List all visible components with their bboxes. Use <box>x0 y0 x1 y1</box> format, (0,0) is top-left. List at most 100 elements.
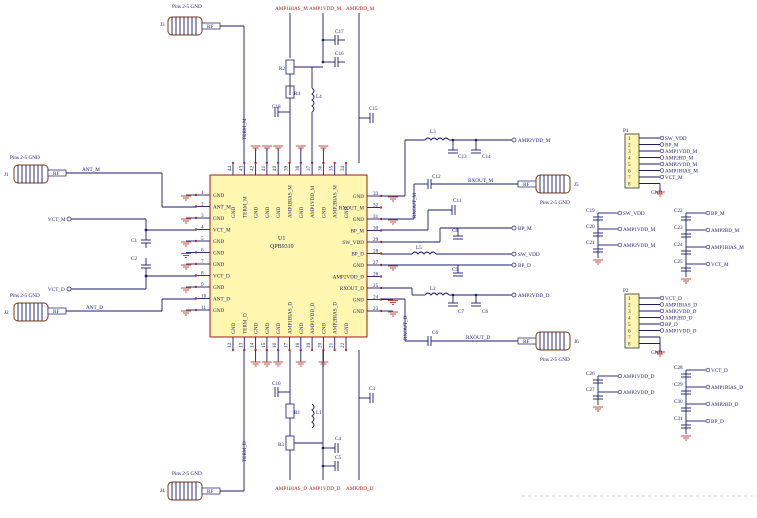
pin-number: 25 <box>373 283 379 289</box>
decoupling-net-label: AMP2VDD_M <box>623 243 656 249</box>
c14-label: C14 <box>482 154 491 160</box>
decoupling-cap-label: C20 <box>586 224 595 230</box>
pin-label: BP_D <box>351 252 364 258</box>
top-amp2-m-label: AMP2BD_M <box>346 6 375 12</box>
pin-number: 15 <box>261 342 267 348</box>
r3-label: R3 <box>278 442 284 448</box>
header-pin-number: 4 <box>628 156 631 162</box>
c8-label: C8 <box>452 228 458 234</box>
bp-d-right-label: BP_D <box>518 263 531 269</box>
header-net-label: AMP2VDD_D <box>665 309 697 315</box>
j5-tag: RF <box>523 182 529 188</box>
decoupling-net-label: SW_VDD <box>623 211 645 217</box>
pin-number: 31 <box>373 214 379 220</box>
header-net-label: SW_VDD <box>665 136 687 142</box>
connector-j6[interactable]: RF J6 Pins 2-5 GND <box>517 331 579 363</box>
l2-label: L2 <box>430 286 436 292</box>
c5-label: C5 <box>335 455 341 461</box>
connector-j2[interactable]: Pins 2-5 GND J2 RF ANT_D <box>4 293 196 322</box>
j5-ref: J5 <box>574 182 579 188</box>
r1-label: R1 <box>294 410 300 416</box>
j3-pins-note: Pins 2-5 GND <box>172 4 202 10</box>
header-pin-number: 1 <box>628 136 631 142</box>
pin-number: 22 <box>340 342 346 348</box>
pin-label: GND <box>213 239 224 245</box>
header-pin-number: 8 <box>628 182 631 188</box>
c13-label: C13 <box>458 154 467 160</box>
header-net-label: AMP1BIAS_M <box>665 169 698 175</box>
j6-pins-note: Pins 2-5 GND <box>540 357 570 363</box>
l5-label: L5 <box>416 245 422 251</box>
header-pin-number: 7 <box>628 175 631 181</box>
pin-number: 37 <box>306 165 312 171</box>
j3-coil-icon <box>167 16 203 36</box>
pin-number: 23 <box>373 306 379 312</box>
decoupling-cap-label: C28 <box>674 365 683 371</box>
pin-label: GND <box>213 251 224 257</box>
pin-dot <box>310 348 314 352</box>
decoupling-net-label: VCT_M <box>711 262 729 268</box>
chip-bottom-pins: 12GND13TERM_D14GND15GND16GND17AMP1BIAS_D… <box>227 302 350 367</box>
pin-label: ANT_D <box>213 297 230 303</box>
pin-label: GND <box>265 323 271 334</box>
pin-number: 21 <box>329 342 335 348</box>
pin-label: AMP1BIAS_M <box>288 185 294 218</box>
connector-j3[interactable]: Pins 2-5 GND J3 RF TERM_M <box>160 4 248 163</box>
c15-label: C15 <box>369 106 378 112</box>
decoupling-cap-label: C21 <box>586 240 595 246</box>
p2-gnd-label: GND <box>651 350 662 356</box>
decoupling-net-label: BP_D <box>711 419 724 425</box>
j1-coil-icon <box>13 164 49 184</box>
header-pin-number: 5 <box>628 322 631 328</box>
pin-label: GND <box>299 323 305 334</box>
pin-number: 20 <box>317 342 323 348</box>
pin-number: 26 <box>373 272 379 278</box>
decoupling-net-label: AMP2VDD_D <box>623 390 655 396</box>
pin-number: 19 <box>306 342 312 348</box>
pin-label: GND <box>299 207 305 218</box>
header-pin-number: 8 <box>628 342 631 348</box>
pin-dot <box>231 161 235 165</box>
c6-label: C6 <box>482 309 488 315</box>
pin-number: 8 <box>201 271 204 277</box>
pin-label: AMP1VDD_M <box>310 185 316 218</box>
connector-j1[interactable]: Pins 2-5 GND J1 RF ANT_M <box>4 155 196 208</box>
pin-label: VCT_M <box>213 228 231 234</box>
p1-ref: P1 <box>623 128 629 134</box>
top-vdd-m-label: AMP1VDD_M <box>309 6 342 12</box>
j2-coil-icon <box>13 302 49 322</box>
right-network: L3 AMP2VDD_M C13 C14 RXOUT_M C12 RXOUT_M… <box>381 129 551 346</box>
amp2vdd-d-right-label: AMP2VDD_D <box>518 293 550 299</box>
header-pin-number: 6 <box>628 329 631 335</box>
connector-j5[interactable]: RF J5 Pins 2-5 GND <box>517 174 579 206</box>
pin-dot <box>379 275 383 278</box>
decoupling-cap-label: C27 <box>586 387 595 393</box>
pin-label: GND <box>213 308 224 314</box>
vct-d-label: VCT_D <box>48 287 65 293</box>
pin-label: GND <box>254 207 260 218</box>
top-bias-network: AMP1BIAS_M AMP1VDD_M AMP2BD_M C17 C16 R2… <box>272 6 378 163</box>
pin-label: GND <box>231 323 237 334</box>
pin-number: 27 <box>373 260 379 266</box>
decoupling-cap-label: C19 <box>586 208 595 214</box>
pin-dot <box>231 348 235 352</box>
j1-ref: J1 <box>4 172 9 178</box>
connector-j4[interactable]: Pins 2-5 GND J4 RF TERM_D <box>160 350 248 501</box>
rxout-m-label: RXOUT_M <box>468 178 493 184</box>
decoupling-cap-label: C31 <box>674 416 683 422</box>
header-pin-number: 7 <box>628 335 631 341</box>
pin-label: GND <box>353 217 364 223</box>
pin-dot <box>333 161 336 165</box>
pin-label: GND <box>353 263 364 269</box>
p2-ref: P2 <box>623 288 629 294</box>
pin-number: 6 <box>201 248 204 254</box>
rxout-m-vert-label: RXOUT_M <box>412 193 418 218</box>
pin-label: AMP2VDD_D <box>333 275 365 281</box>
